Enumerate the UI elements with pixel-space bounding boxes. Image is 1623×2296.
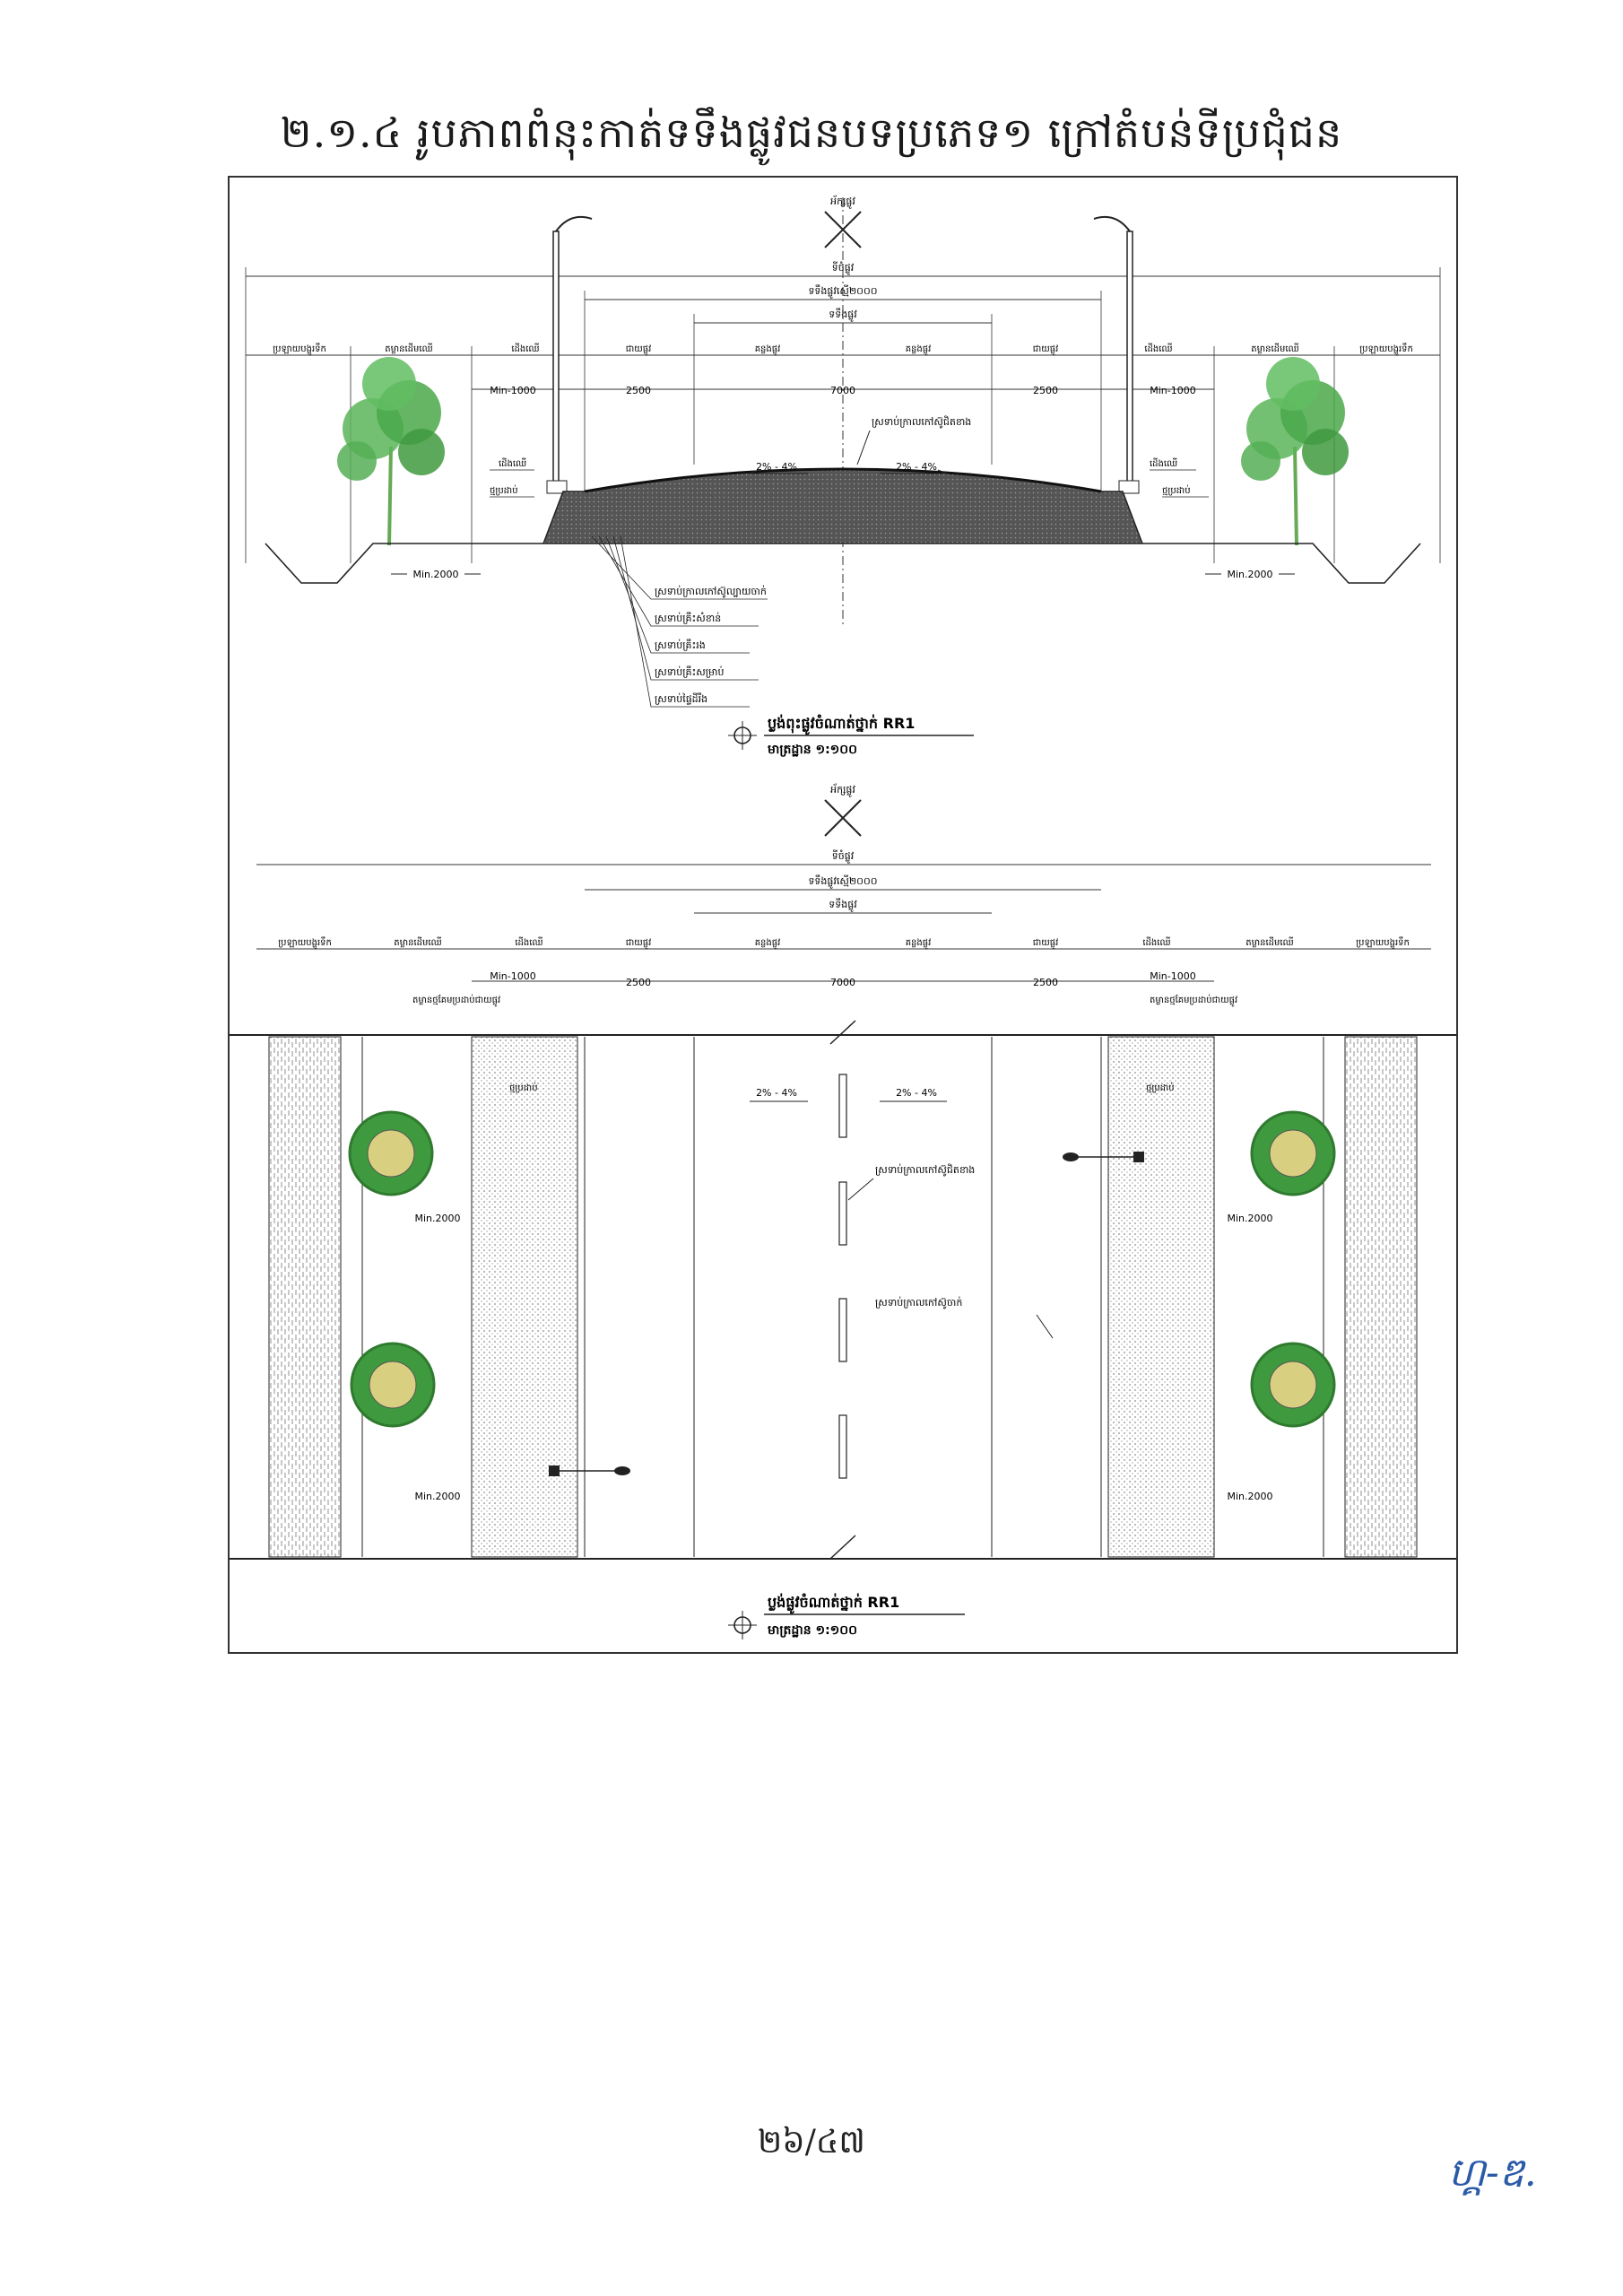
pl-dim-min2000-tr: Min.2000 bbox=[1227, 1213, 1272, 1224]
pl-seg-walk-left: ដើងឈើ bbox=[515, 936, 542, 948]
pl-tree-top-right-icon bbox=[1250, 1110, 1336, 1196]
pl-axis-cross-icon bbox=[824, 799, 862, 837]
pl-dim-min1000-left: Min-1000 bbox=[490, 970, 535, 982]
cs-total-width: ទីចំផ្លូវ bbox=[832, 261, 855, 275]
pl-seg-tree-right: តម្លានដើមឈើ bbox=[1245, 936, 1293, 948]
tree-right-icon bbox=[1241, 357, 1349, 546]
page-number: ២៦/៤៧ bbox=[758, 2124, 865, 2161]
cs-dim-min1000-right: Min-1000 bbox=[1150, 385, 1195, 396]
cs-layer-4: ស្រទាប់គ្រឹះសម្រាប់ bbox=[655, 665, 725, 678]
pl-tree-top-left-icon bbox=[348, 1110, 434, 1196]
cs-seg-walk-left: ដើងឈើ bbox=[511, 343, 539, 354]
pl-dim-min2000-tl: Min.2000 bbox=[414, 1213, 460, 1224]
pl-seg-shoulder-right: ជាយផ្លូវ bbox=[1033, 938, 1059, 950]
cs-layer-5: ស្រទាប់ផ្ទៃដីរឹង bbox=[655, 692, 707, 705]
pl-drain-left bbox=[268, 1036, 342, 1558]
pl-dim-2500-left: 2500 bbox=[626, 977, 651, 988]
pl-centre-markings bbox=[838, 1074, 847, 1479]
cs-seg-lane-right: គន្លងផ្លូវ bbox=[906, 344, 932, 356]
pl-seg-drain-right: ប្រឡាយបង្ហូរទឹក bbox=[1356, 936, 1410, 950]
cs-seg-tree-right: តម្លានដើមឈើ bbox=[1251, 343, 1298, 354]
pl-seg-shoulder-left: ជាយផ្លូវ bbox=[626, 938, 652, 950]
pl-slope-left: 2% - 4% bbox=[756, 1087, 797, 1099]
cross-section: អ័ក្សផ្លូវ ទីចំផ្លូវ ទទឹងផ្លូវស្មើ២០០០ ទ… bbox=[245, 195, 1441, 757]
pl-total-width: ទីចំផ្លូវ bbox=[832, 849, 855, 864]
cs-carriageway: ទទឹងផ្លូវ bbox=[829, 308, 857, 322]
pl-scale: មាត្រដ្ឋាន ១:១០០ bbox=[768, 1623, 857, 1638]
drawing-frame: អ័ក្សផ្លូវ ទីចំផ្លូវ ទទឹងផ្លូវស្មើ២០០០ ទ… bbox=[228, 176, 1458, 1654]
handwritten-initials: ហ្គ-ឌ. bbox=[1448, 2150, 1537, 2196]
cs-scale: មាត្រដ្ឋាន ១:១០០ bbox=[768, 743, 857, 757]
pl-dim-min2000-br: Min.2000 bbox=[1227, 1491, 1272, 1502]
pl-dim-min2000-bl: Min.2000 bbox=[414, 1491, 460, 1502]
light-pole-right-icon bbox=[1093, 215, 1140, 494]
pl-seg-tree-left: តម្លានដើមឈើ bbox=[394, 936, 441, 948]
pl-seg-lane-left: គន្លងផ្លូវ bbox=[755, 938, 781, 950]
cs-layer-3: ស្រទាប់គ្រឹះរង bbox=[655, 639, 706, 651]
cs-curb-right: ថ្មប្រដាប់ bbox=[1162, 484, 1191, 496]
light-pole-left-icon bbox=[546, 215, 593, 494]
road-drawing: អ័ក្សផ្លូវ ទីចំផ្លូវ ទទឹងផ្លូវស្មើ២០០០ ទ… bbox=[230, 195, 1456, 1639]
pl-seg-lane-right: គន្លងផ្លូវ bbox=[906, 938, 932, 950]
cs-dim-2500-left: 2500 bbox=[626, 385, 651, 396]
pl-section-marker-icon bbox=[728, 1611, 757, 1639]
pl-curb-note-left: តម្លានថ្មគែមប្រដាប់ជាយផ្លូវ bbox=[412, 994, 500, 1007]
cs-dim-min1000-left: Min-1000 bbox=[490, 385, 535, 396]
pl-marking-center: ស្រទាប់ក្រាលកៅស៊ូជិតខាង bbox=[875, 1163, 975, 1177]
cs-curb-left: ថ្មប្រដាប់ bbox=[490, 484, 518, 496]
cs-center-marking: ស្រទាប់ក្រាលកៅស៊ូជិតខាង bbox=[872, 415, 971, 429]
pl-sidewalk-left bbox=[471, 1036, 578, 1558]
pl-seg-drain-left: ប្រឡាយបង្ហូរទឹក bbox=[278, 936, 332, 950]
cs-slope-left: 2% - 4% bbox=[756, 461, 797, 473]
pl-carriageway: ទទឹងផ្លូវ bbox=[829, 898, 857, 912]
page-title: ២.១.៤ រូបភាពពំនុះកាត់ទទឹងផ្លូវជនបទប្រភេទ… bbox=[280, 109, 1343, 157]
cs-layer-1: ស្រទាប់ក្រាលកៅស៊ូល្បាយចាក់ bbox=[655, 585, 767, 598]
pl-marking-edge: ស្រទាប់ក្រាលកៅស៊ូចាក់ bbox=[875, 1296, 962, 1309]
pl-sidewalk-tag-left: ថ្មប្រដាប់ bbox=[509, 1082, 538, 1093]
cs-layer-2: ស្រទាប់គ្រឹះសំខាន់ bbox=[655, 612, 721, 624]
cs-seg-walk-right: ដើងឈើ bbox=[1144, 343, 1172, 354]
cs-seg-shoulder-right: ជាយផ្លូវ bbox=[1033, 344, 1059, 356]
pl-sidewalk-right bbox=[1107, 1036, 1215, 1558]
cs-caption: ប្លង់ពុះផ្លូវចំណាត់ថ្នាក់ RR1 bbox=[768, 714, 915, 735]
pl-lamp-left-icon bbox=[549, 1465, 630, 1476]
pl-curb-note-right: តម្លានថ្មគែមប្រដាប់ជាយផ្លូវ bbox=[1150, 994, 1237, 1007]
cs-dim-7000: 7000 bbox=[830, 385, 855, 396]
pl-caption: ប្លង់ផ្លូវចំណាត់ថ្នាក់ RR1 bbox=[768, 1593, 899, 1614]
pl-dim-2500-right: 2500 bbox=[1033, 977, 1058, 988]
pl-dim-7000: 7000 bbox=[830, 977, 855, 988]
cs-seg-drain-right: ប្រឡាយបង្ហូរទឹក bbox=[1359, 343, 1413, 356]
pl-seg-walk-right: ដើងឈើ bbox=[1142, 936, 1170, 948]
cs-sidewalk-left: ដើងឈើ bbox=[499, 457, 526, 469]
pl-sidewalk-tag-right: ថ្មប្រដាប់ bbox=[1146, 1082, 1175, 1093]
cs-paved-width: ទទឹងផ្លូវស្មើ២០០០ bbox=[808, 284, 877, 299]
cs-dim-2500-right: 2500 bbox=[1033, 385, 1058, 396]
cs-pavement bbox=[542, 468, 1144, 544]
cs-sidewalk-right: ដើងឈើ bbox=[1150, 457, 1177, 469]
cs-seg-tree-left: តម្លានដើមឈើ bbox=[385, 343, 432, 354]
cs-section-marker-icon bbox=[728, 721, 757, 750]
cs-seg-shoulder-left: ជាយផ្លូវ bbox=[626, 344, 652, 356]
cs-slope-right: 2% - 4% bbox=[896, 461, 937, 473]
pl-tree-bottom-left-icon bbox=[350, 1342, 436, 1428]
pl-axis-label: អ័ក្សផ្លូវ bbox=[830, 783, 855, 797]
cs-seg-drain-left: ប្រឡាយបង្ហូរទឹក bbox=[273, 343, 326, 356]
pl-lamp-right-icon bbox=[1063, 1152, 1144, 1162]
plan-view: អ័ក្សផ្លូវ ទីចំផ្លូវ ទទឹងផ្លូវស្មើ២០០០ ទ… bbox=[230, 783, 1456, 1639]
pl-slope-right: 2% - 4% bbox=[896, 1087, 937, 1099]
pl-tree-bottom-right-icon bbox=[1250, 1342, 1336, 1428]
tree-left-icon bbox=[337, 357, 445, 546]
pl-drain-right bbox=[1344, 1036, 1418, 1558]
pl-dim-min1000-right: Min-1000 bbox=[1150, 970, 1195, 982]
cs-seg-lane-left: គន្លងផ្លូវ bbox=[755, 344, 781, 356]
cs-dim-min2000-right: Min.2000 bbox=[1227, 569, 1272, 580]
cs-dim-min2000-left: Min.2000 bbox=[412, 569, 458, 580]
pl-paved-width: ទទឹងផ្លូវស្មើ២០០០ bbox=[808, 874, 877, 889]
